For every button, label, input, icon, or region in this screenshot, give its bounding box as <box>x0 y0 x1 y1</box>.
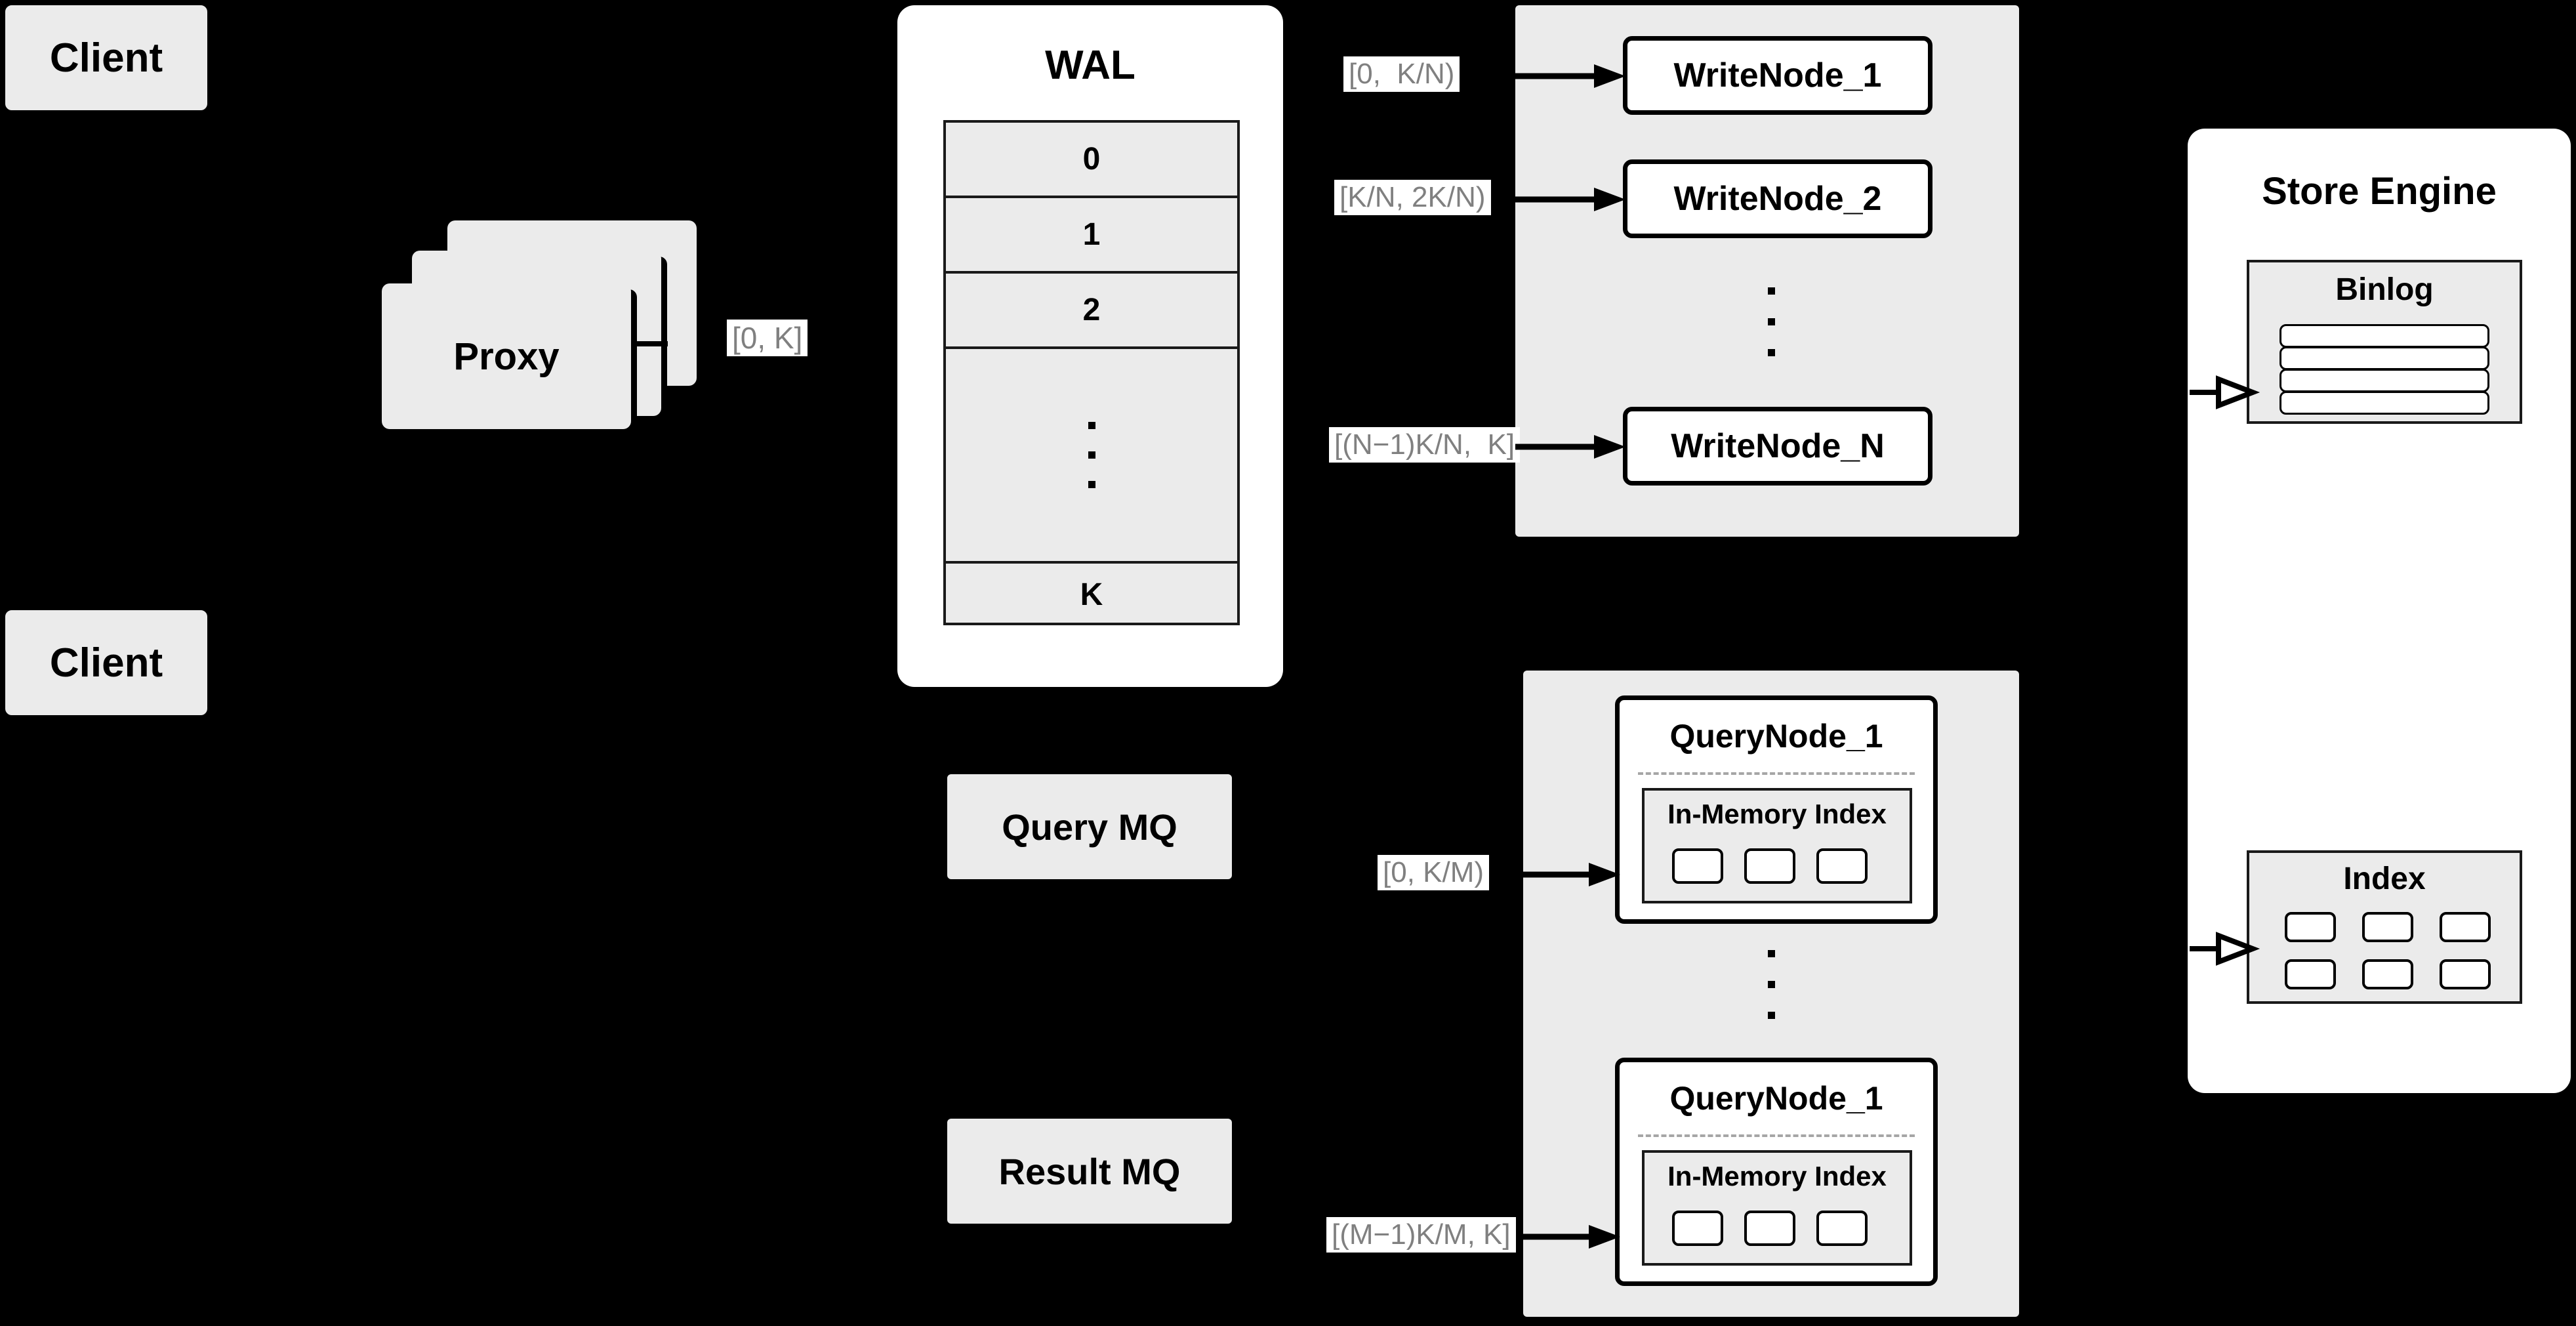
write-node-1-range-label: [0, K/N) <box>1343 56 1460 93</box>
binlog-box: Binlog <box>2247 260 2522 424</box>
arrow-to-index <box>2190 932 2260 966</box>
proxy-label: Proxy <box>453 335 560 378</box>
result-mq-box[interactable]: Result MQ <box>947 1119 1232 1224</box>
wal-cell[interactable]: 2 <box>946 274 1237 349</box>
index-segment[interactable] <box>1744 848 1795 884</box>
index-chip[interactable] <box>2440 959 2491 989</box>
index-chip[interactable] <box>2362 912 2413 942</box>
write-cluster-ellipsis <box>1765 276 1778 367</box>
write-node-n-range-label: [(N−1)K/N, K] <box>1329 427 1521 463</box>
query-node-1[interactable]: QueryNode_1 In-Memory Index <box>1615 695 1938 924</box>
query-node-m[interactable]: QueryNode_1 In-Memory Index <box>1615 1058 1938 1286</box>
client-box-1[interactable]: Client <box>5 5 207 110</box>
binlog-row[interactable] <box>2280 324 2489 348</box>
binlog-row[interactable] <box>2280 369 2489 392</box>
index-chip[interactable] <box>2440 912 2491 942</box>
index-segment[interactable] <box>1672 1211 1723 1246</box>
arrow-to-query-node-1 <box>1523 863 1620 886</box>
index-box: Index <box>2247 850 2522 1004</box>
proxy-to-wal-connector <box>631 341 668 346</box>
query-node-separator <box>1638 1134 1915 1137</box>
query-node-label: QueryNode_1 <box>1669 1080 1883 1117</box>
proxy-range-label: [0, K] <box>727 320 808 357</box>
arrow-to-write-node-2 <box>1515 188 1625 211</box>
index-chip[interactable] <box>2362 959 2413 989</box>
in-memory-index-label: In-Memory Index <box>1667 798 1887 829</box>
index-segment[interactable] <box>1672 848 1723 884</box>
arrow-to-query-node-m <box>1523 1225 1620 1249</box>
write-node-label: WriteNode_N <box>1671 427 1885 465</box>
query-node-m-range-label: [(M−1)K/M, K] <box>1326 1217 1516 1253</box>
query-node-separator <box>1638 772 1915 775</box>
arrow-to-binlog <box>2190 375 2260 409</box>
query-node-label: QueryNode_1 <box>1669 718 1883 755</box>
write-node-2[interactable]: WriteNode_2 <box>1623 159 1932 238</box>
wal-cell[interactable]: 1 <box>946 198 1237 274</box>
index-chip[interactable] <box>2285 912 2336 942</box>
wal-cell-ellipsis <box>946 349 1237 564</box>
client-box-2[interactable]: Client <box>5 610 207 715</box>
client-label: Client <box>49 35 163 81</box>
write-node-label: WriteNode_1 <box>1673 56 1882 94</box>
binlog-row[interactable] <box>2280 346 2489 370</box>
in-memory-index-1: In-Memory Index <box>1642 788 1912 903</box>
arrow-to-write-node-1 <box>1515 64 1625 88</box>
wal-panel: WAL 0 1 2 K <box>897 5 1283 687</box>
arrow-to-write-node-n <box>1515 435 1625 459</box>
query-cluster-ellipsis <box>1765 938 1778 1030</box>
index-segment[interactable] <box>1816 848 1868 884</box>
index-segment[interactable] <box>1744 1211 1795 1246</box>
binlog-row[interactable] <box>2280 391 2489 415</box>
wal-entry-table: 0 1 2 K <box>943 120 1240 625</box>
proxy-card-front[interactable] <box>382 283 631 429</box>
write-node-n[interactable]: WriteNode_N <box>1623 407 1932 486</box>
wal-title: WAL <box>1045 43 1135 88</box>
store-engine-panel: Store Engine Binlog Index <box>2188 129 2571 1093</box>
index-chip[interactable] <box>2285 959 2336 989</box>
index-segment[interactable] <box>1816 1211 1868 1246</box>
wal-cell[interactable]: K <box>1080 577 1103 612</box>
in-memory-index-label: In-Memory Index <box>1667 1161 1887 1191</box>
in-memory-index-2: In-Memory Index <box>1642 1150 1912 1266</box>
index-title: Index <box>2343 861 2426 896</box>
binlog-title: Binlog <box>2335 272 2434 307</box>
client-label: Client <box>49 640 163 686</box>
query-node-1-range-label: [0, K/M) <box>1378 855 1490 891</box>
write-node-1[interactable]: WriteNode_1 <box>1623 36 1932 115</box>
result-mq-label: Result MQ <box>998 1150 1181 1192</box>
store-engine-title: Store Engine <box>2262 170 2497 213</box>
write-node-label: WriteNode_2 <box>1673 180 1882 218</box>
query-mq-box[interactable]: Query MQ <box>947 774 1232 879</box>
wal-cell[interactable]: 0 <box>946 123 1237 198</box>
query-mq-label: Query MQ <box>1002 806 1177 848</box>
write-node-2-range-label: [K/N, 2K/N) <box>1334 180 1491 216</box>
